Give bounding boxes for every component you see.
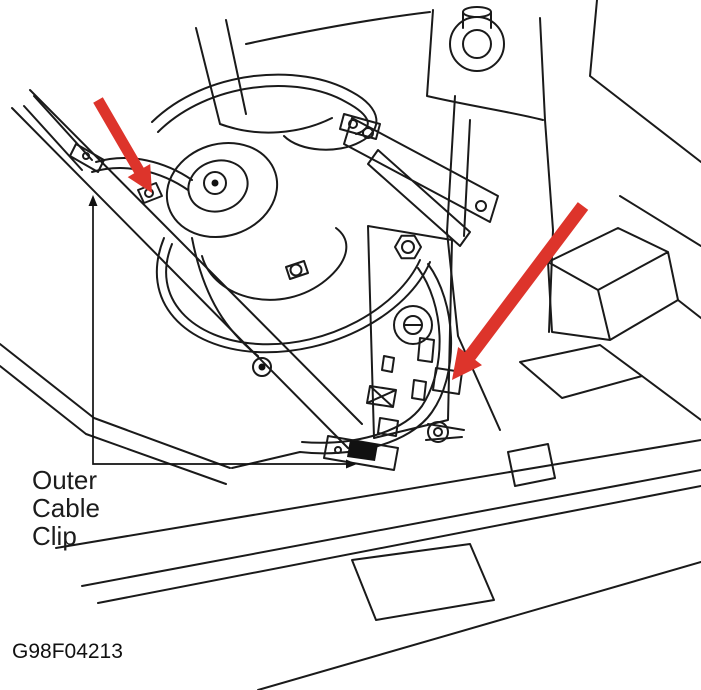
bracket-shapes — [323, 117, 499, 471]
figure-code: G98F04213 — [12, 640, 123, 663]
cable-runs — [23, 73, 453, 469]
callouts: Outer Cable Clip — [32, 97, 589, 551]
cable-eye-inner — [433, 427, 443, 437]
arm-rivet-1 — [362, 127, 374, 139]
top-grommet-outer — [449, 16, 505, 72]
mid-fitting-bolt — [289, 263, 303, 277]
small-bolt-center — [258, 363, 266, 371]
cam-hub — [203, 171, 227, 195]
lower-cable-clip — [347, 440, 378, 461]
top-grommet-inner — [462, 29, 492, 59]
red-arrow-lower — [452, 202, 589, 380]
cam-plate-inner — [187, 159, 249, 213]
leader-arrowhead-right — [346, 459, 357, 469]
hex-nut-center — [401, 240, 415, 254]
cam-hub-center — [211, 179, 219, 187]
label-clip: Clip — [32, 521, 77, 551]
red-arrow-upper — [93, 97, 152, 193]
arm-rivet-2 — [475, 200, 487, 212]
small-bolt-outer — [252, 357, 272, 377]
lower-clip-rivet — [334, 446, 342, 454]
cable-end-fittings — [69, 113, 423, 326]
top-grommet-stud — [462, 6, 492, 18]
leader-arrowhead-top — [88, 195, 98, 206]
label-outer: Outer — [32, 465, 97, 495]
pivot-bolt-inner — [403, 315, 423, 335]
right-bracket-shapes — [507, 227, 679, 487]
leader-line — [92, 203, 348, 465]
label-cable: Cable — [32, 493, 100, 523]
fitting-bolt-1 — [82, 152, 90, 160]
pivot-bolt-outer — [393, 305, 433, 345]
cam-plate-outer — [165, 141, 279, 239]
cable-mechanism — [23, 73, 499, 471]
cable-eye-outer — [427, 421, 449, 443]
console-opening — [351, 543, 495, 621]
fitting-bolt-2 — [348, 119, 358, 129]
